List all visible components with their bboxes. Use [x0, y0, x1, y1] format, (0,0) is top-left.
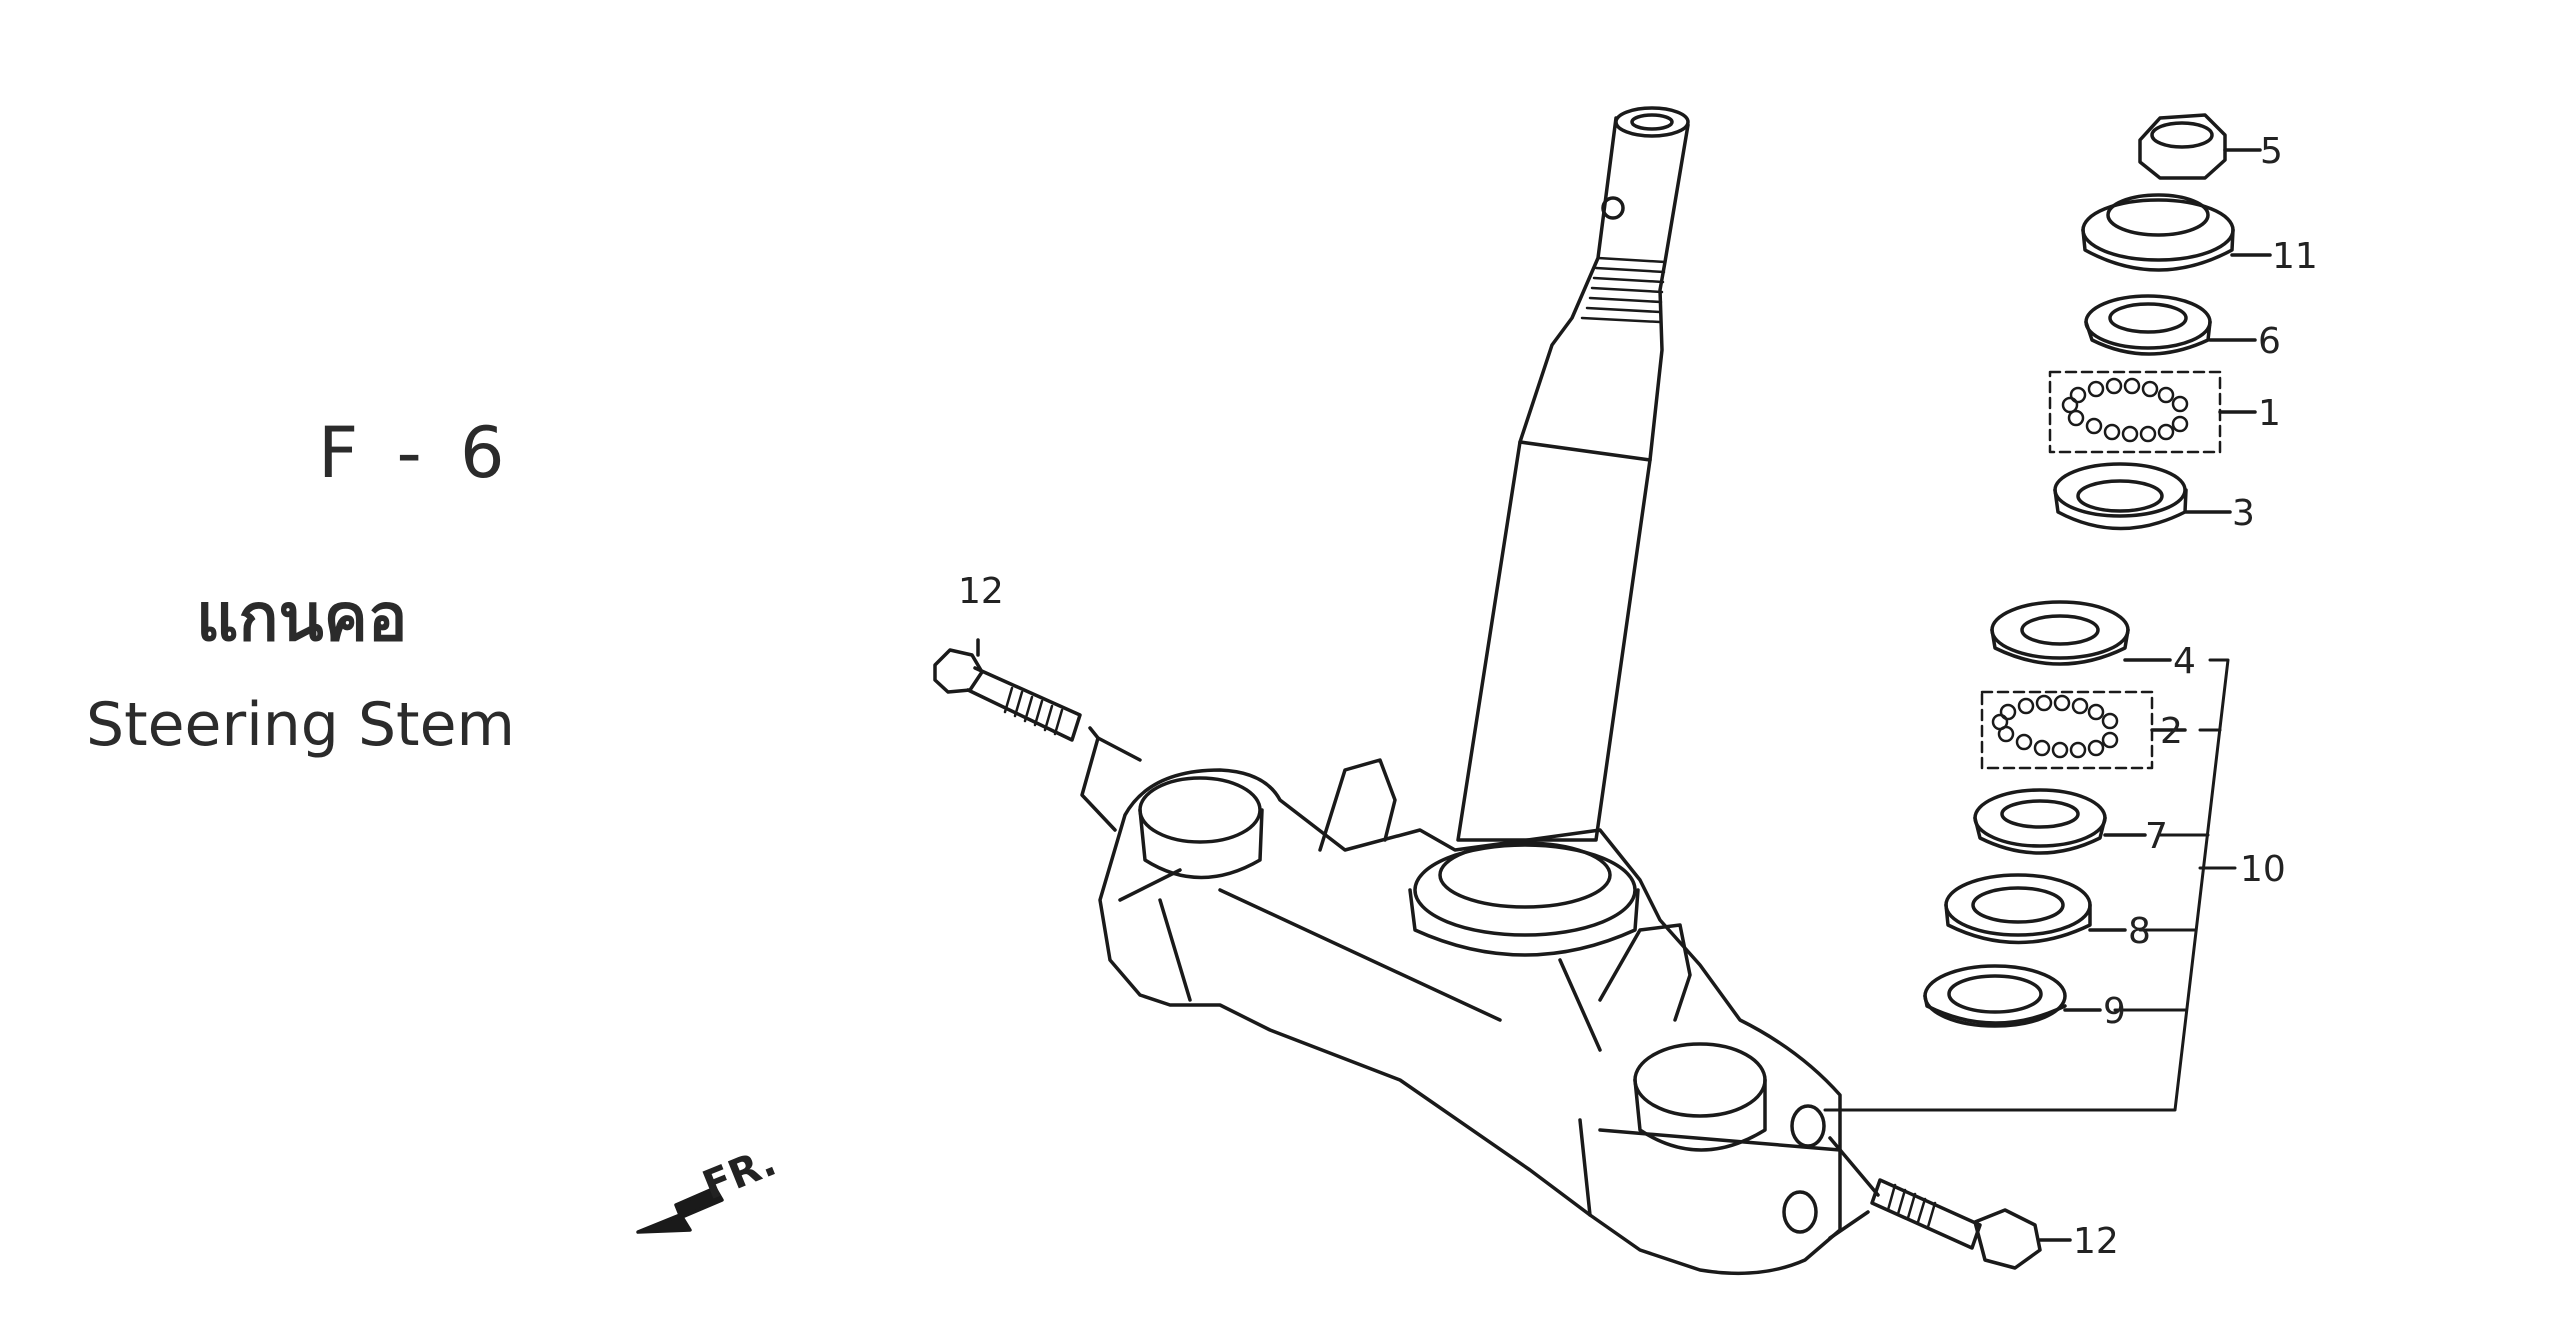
nut-5 [2138, 113, 2262, 180]
bearing-race-4 [1990, 600, 2172, 666]
callout-12-left: 12 [958, 571, 1004, 612]
callout-3: 3 [2232, 493, 2255, 534]
front-arrow-icon [636, 1186, 724, 1234]
callout-4: 4 [2173, 641, 2196, 682]
steering-stem-shaft [1456, 106, 1690, 842]
callout-12-right: 12 [2073, 1221, 2119, 1262]
callout-11: 11 [2272, 236, 2318, 277]
english-title: Steering Stem [86, 690, 515, 760]
callout-9: 9 [2103, 991, 2126, 1032]
thai-title: แกนคอ [196, 579, 408, 656]
callout-8: 8 [2128, 911, 2151, 952]
pinch-bolt-right [1828, 1136, 2072, 1270]
callout-5: 5 [2260, 131, 2283, 172]
callout-7: 7 [2145, 816, 2168, 857]
steel-balls-1 [2048, 370, 2257, 454]
washer-9 [1923, 964, 2102, 1028]
pinch-bolt-left [933, 638, 1142, 832]
callout-10: 10 [2240, 849, 2286, 890]
dust-seal-8 [1944, 873, 2127, 945]
callout-2: 2 [2160, 711, 2183, 752]
section-code: F - 6 [318, 412, 513, 494]
lock-nut-11 [2081, 193, 2272, 272]
bearing-race-7 [1973, 788, 2147, 855]
lower-fork-bracket [1098, 758, 1842, 1276]
steel-balls-2 [1980, 690, 2187, 770]
kit-bracket-10 [1823, 658, 2237, 1112]
callout-6: 6 [2258, 321, 2281, 362]
bearing-race-6 [2084, 294, 2257, 356]
front-label: FR. [697, 1139, 783, 1209]
bearing-race-3 [2053, 462, 2232, 531]
callout-1: 1 [2258, 393, 2281, 434]
